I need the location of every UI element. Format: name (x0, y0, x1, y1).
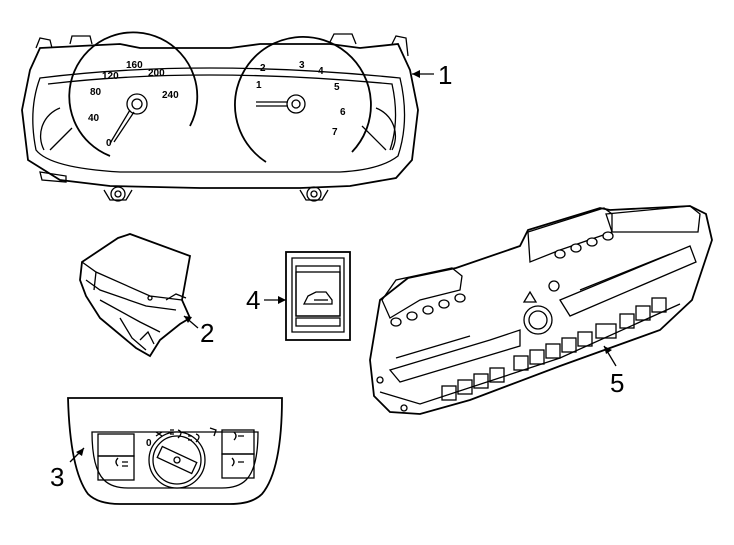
callout-3: 3 (50, 447, 85, 492)
rpm-7: 7 (332, 127, 338, 138)
callout-2: 2 (183, 315, 214, 348)
rpm-4: 4 (318, 66, 324, 77)
speed-40: 40 (88, 113, 100, 124)
rpm-5: 5 (334, 82, 340, 93)
rpm-2: 2 (260, 63, 266, 74)
callout-2-label: 2 (200, 318, 214, 348)
climate-button-row (441, 297, 667, 401)
switch-module (79, 233, 192, 358)
callout-4-label: 4 (246, 285, 260, 315)
climate-control-panel (369, 205, 713, 415)
instrument-cluster (21, 31, 419, 202)
tachometer-scale: 1 2 3 4 5 6 7 (256, 60, 346, 138)
callout-5: 5 (603, 345, 624, 398)
speed-160: 160 (126, 60, 143, 71)
rpm-6: 6 (340, 107, 346, 118)
callout-4: 4 (246, 285, 286, 315)
speed-80: 80 (90, 87, 102, 98)
callout-1-label: 1 (438, 60, 452, 90)
rpm-1: 1 (256, 80, 262, 91)
light-switch-zero-label: 0 (146, 438, 152, 449)
tailgate-switch (285, 251, 351, 341)
speed-240: 240 (162, 90, 179, 101)
speedometer-scale: 0 40 80 120 160 200 240 (88, 60, 179, 149)
rpm-3: 3 (299, 60, 305, 71)
callout-5-label: 5 (610, 368, 624, 398)
speed-200: 200 (148, 68, 165, 79)
light-switch-panel: 0 (67, 397, 283, 505)
callout-1: 1 (412, 60, 452, 90)
speed-0: 0 (106, 138, 112, 149)
speed-120: 120 (102, 71, 119, 82)
callout-3-label: 3 (50, 462, 64, 492)
